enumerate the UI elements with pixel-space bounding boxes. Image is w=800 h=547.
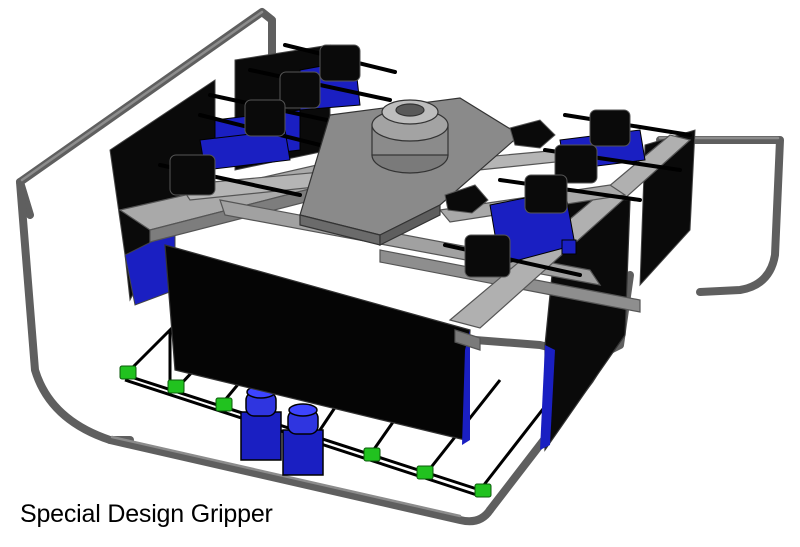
blue-block <box>561 239 577 255</box>
blue-cylinders <box>240 385 324 476</box>
bearing-blocks <box>169 44 631 278</box>
hex-clamps <box>444 119 556 214</box>
green-fittings <box>119 365 492 498</box>
front-panel <box>164 194 631 452</box>
center-mount-plate <box>299 97 522 246</box>
image-caption: Special Design Gripper <box>20 500 273 528</box>
